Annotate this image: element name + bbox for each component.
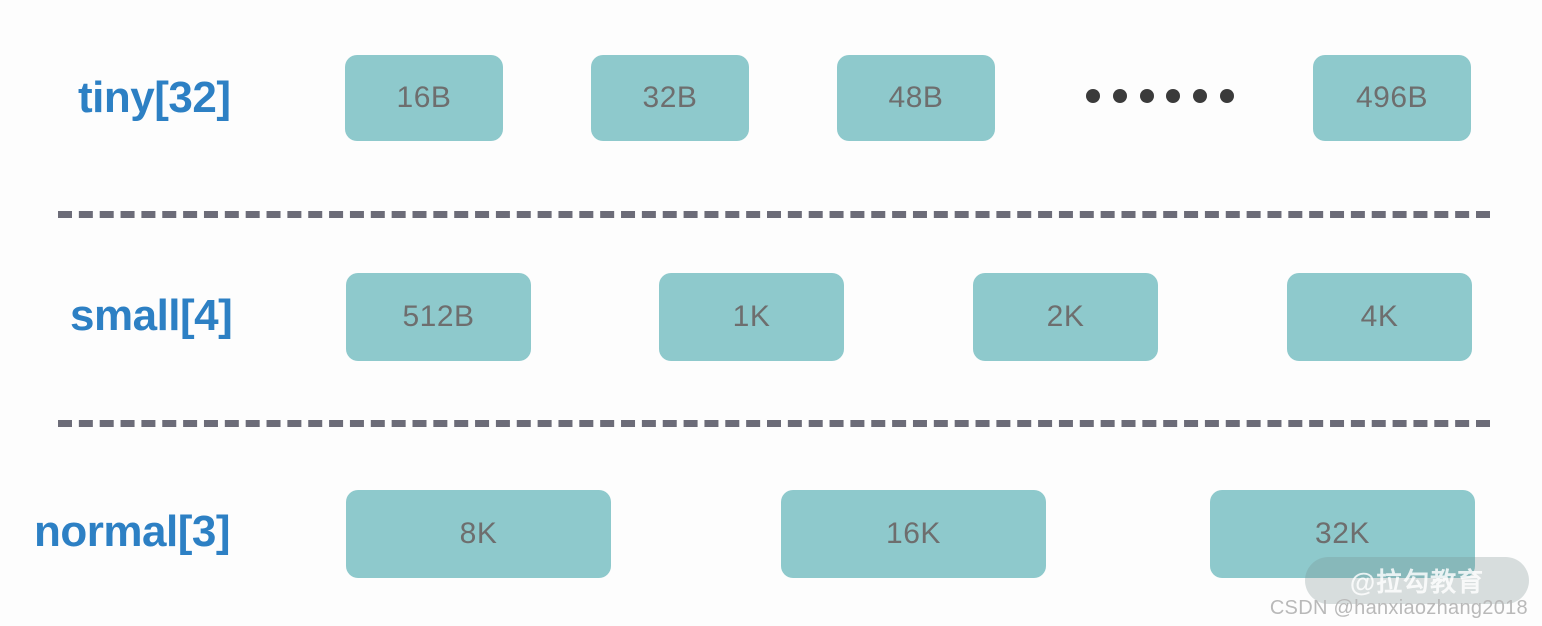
size-block-small-2[interactable]: 2K xyxy=(973,273,1158,361)
row-label-tiny: tiny[32] xyxy=(78,73,231,122)
row-label-small: small[4] xyxy=(70,291,233,340)
row-divider-2 xyxy=(58,420,1490,427)
row-label-normal: normal[3] xyxy=(34,507,230,556)
watermark-badge: @拉勾教育 xyxy=(1305,557,1529,604)
ellipsis-dot xyxy=(1086,89,1100,103)
size-block-normal-1[interactable]: 16K xyxy=(781,490,1046,578)
size-block-tiny-3[interactable]: 496B xyxy=(1313,55,1471,141)
ellipsis-dot xyxy=(1112,89,1127,103)
watermark-credit: CSDN @hanxiaozhang2018 xyxy=(1269,597,1528,619)
size-block-small-3[interactable]: 4K xyxy=(1287,273,1472,361)
size-block-normal-2[interactable]: 32K xyxy=(1210,490,1475,578)
ellipsis-dot xyxy=(1219,89,1234,103)
ellipsis-dot xyxy=(1193,89,1208,103)
ellipsis-dot xyxy=(1166,89,1181,103)
size-block-tiny-1[interactable]: 32B xyxy=(591,55,749,141)
size-block-normal-0[interactable]: 8K xyxy=(346,490,611,578)
ellipsis-dot xyxy=(1139,89,1154,103)
size-block-small-1[interactable]: 1K xyxy=(659,273,844,361)
watermark-badge-text: @拉勾教育 xyxy=(1349,567,1485,597)
size-block-small-0[interactable]: 512B xyxy=(346,273,531,361)
size-block-tiny-2[interactable]: 48B xyxy=(837,55,995,141)
row-divider-1 xyxy=(58,211,1490,218)
size-block-tiny-0[interactable]: 16B xyxy=(345,55,503,141)
ellipsis-icon xyxy=(1086,88,1234,104)
